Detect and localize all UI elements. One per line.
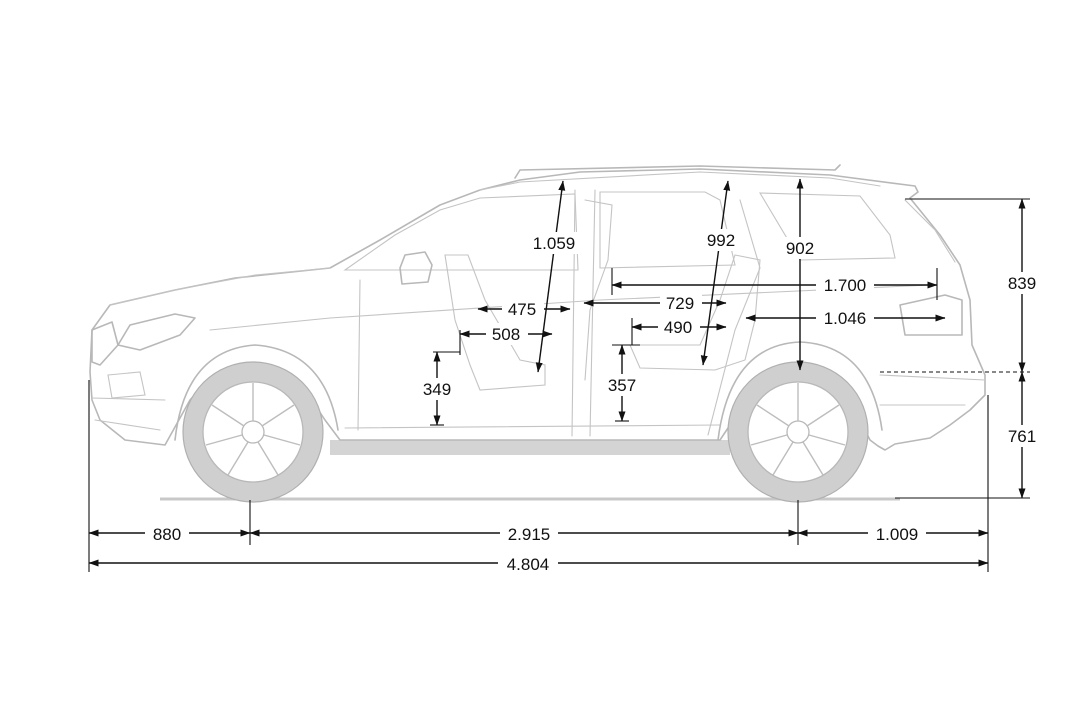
front-bumper	[91, 397, 166, 431]
front-wheel	[182, 361, 324, 503]
front-window	[343, 193, 579, 271]
front-grille	[91, 321, 119, 366]
headlight	[117, 313, 196, 351]
label-rear-seat-height: 357	[608, 376, 636, 395]
side-sill	[330, 440, 730, 455]
character-line	[209, 284, 931, 331]
extension-lines	[88, 198, 1030, 572]
b-pillar-interior	[584, 199, 613, 381]
label-rear-legroom-lower: 490	[664, 318, 692, 337]
dimension-labels: 880 2.915 1.009 4.804 839 761 1.059 992 …	[145, 229, 1043, 574]
label-rear-headroom: 992	[707, 231, 735, 250]
label-cargo-length-upper: 1.700	[824, 276, 867, 295]
dim-line-front-headroom	[535, 180, 566, 373]
label-front-headroom: 1.059	[533, 234, 576, 253]
tailgate-window	[904, 199, 956, 263]
label-rear-overhang: 1.009	[876, 525, 919, 544]
side-mirror	[399, 251, 433, 285]
taillight	[899, 294, 963, 336]
roof-rail	[479, 171, 881, 191]
label-front-seat-depth-lower: 508	[492, 325, 520, 344]
dim-line-rear-headroom	[700, 180, 731, 366]
label-cargo-length-lower: 1.046	[824, 309, 867, 328]
label-rear-legroom-upper: 729	[666, 294, 694, 313]
rear-quarter-window	[759, 192, 896, 261]
label-front-seat-height: 349	[423, 380, 451, 399]
front-door-seam	[357, 189, 576, 437]
label-upper-height: 839	[1008, 274, 1036, 293]
hood-line	[109, 267, 331, 306]
label-front-seat-depth-upper: 475	[508, 300, 536, 319]
lower-body-line	[344, 424, 721, 429]
front-seat	[444, 254, 546, 391]
rear-door-seam	[589, 189, 761, 437]
label-wheelbase: 2.915	[508, 525, 551, 544]
rear-bumper	[879, 374, 986, 406]
label-overall-length: 4.804	[507, 555, 550, 574]
fog-light	[107, 371, 146, 399]
front-wheel-arch	[174, 344, 339, 441]
vehicle-side-view	[89, 164, 986, 503]
rear-wheel	[727, 361, 869, 503]
label-lower-height: 761	[1008, 427, 1036, 446]
label-front-overhang: 880	[153, 525, 181, 544]
roof-rack	[514, 164, 841, 179]
label-cargo-height: 902	[786, 239, 814, 258]
